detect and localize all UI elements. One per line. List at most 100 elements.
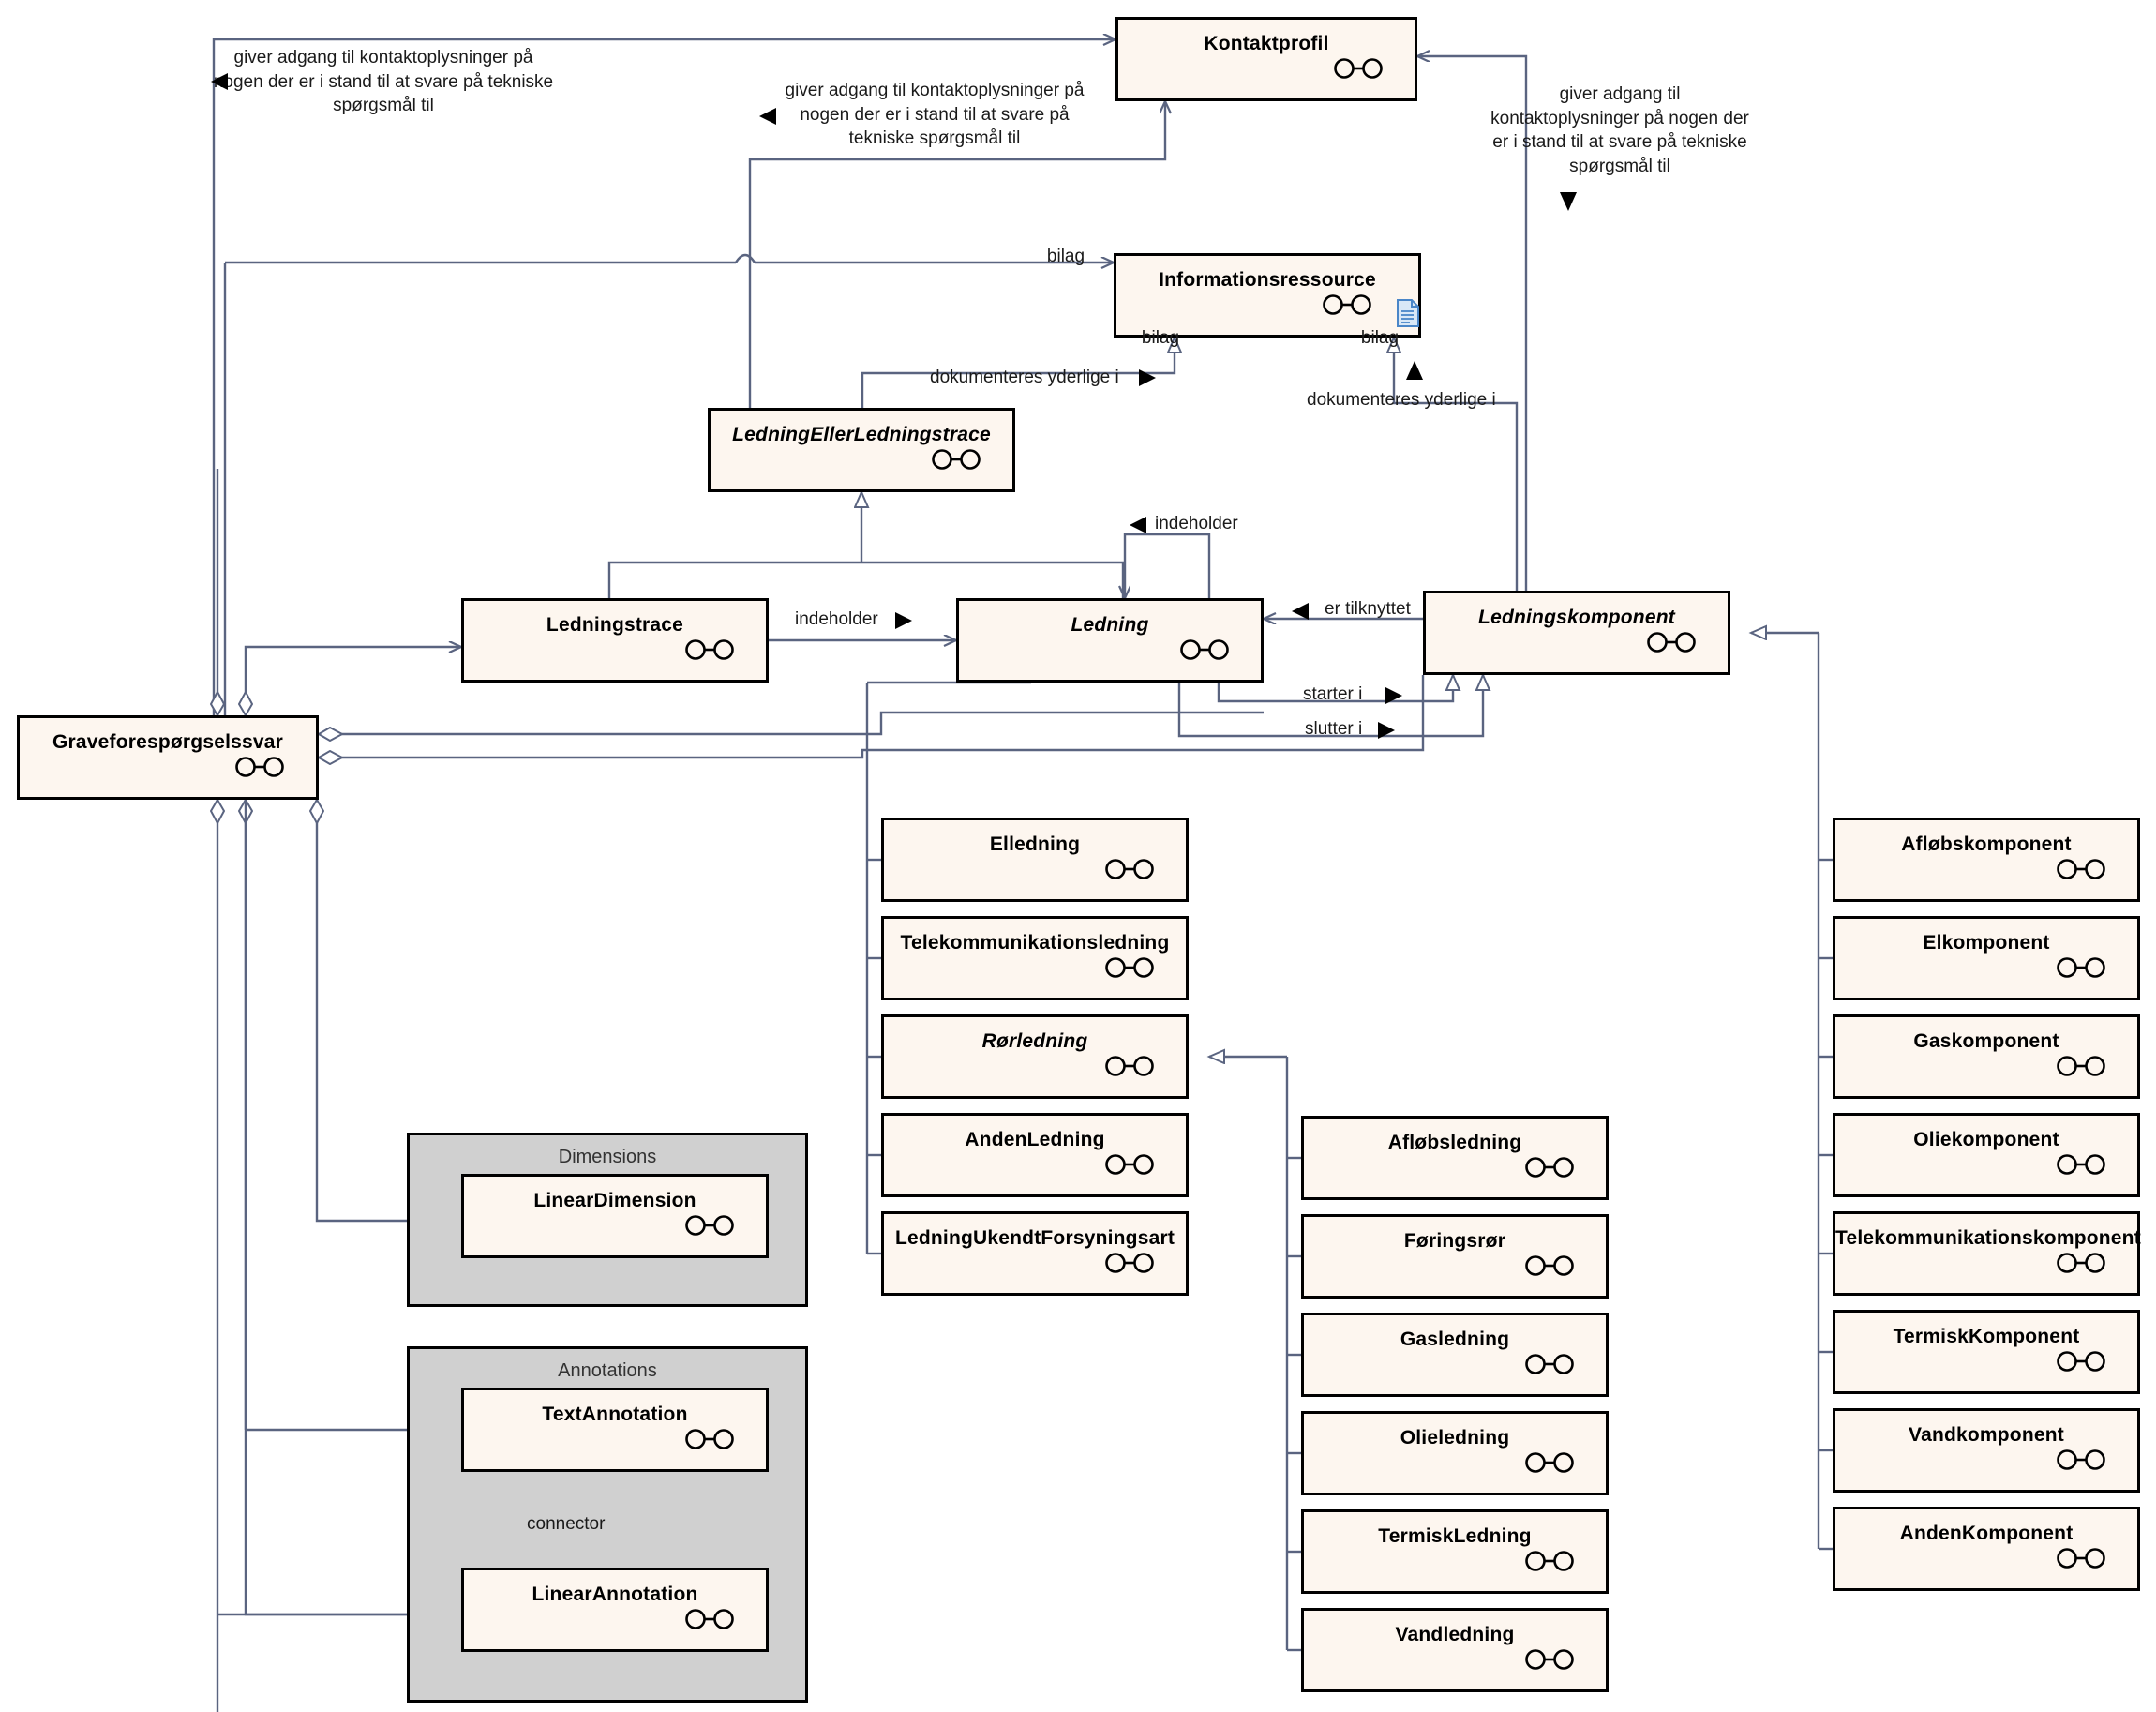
edge-label-lbl-kontakt-right: giver adgang til kontaktoplysninger på n… xyxy=(1490,84,1749,176)
class-box-graveforespoergselssvar[interactable]: Graveforespørgselssvar xyxy=(17,715,319,800)
class-name-textannotation: TextAnnotation xyxy=(542,1404,688,1425)
class-name-gaskomponent: Gaskomponent xyxy=(1913,1030,2059,1052)
interface-stereotype-icon xyxy=(685,639,734,660)
class-name-ledningskomponent: Ledningskomponent xyxy=(1478,607,1675,628)
interface-stereotype-icon xyxy=(1525,1551,1574,1571)
edge-label-lbl-connector: connector xyxy=(527,1514,606,1534)
interface-stereotype-icon xyxy=(2057,1548,2105,1569)
edge-label-lbl-indeholder: indeholder xyxy=(795,609,878,629)
class-box-ledningellerledningstrace[interactable]: LedningEllerLedningstrace xyxy=(708,408,1015,492)
interface-stereotype-icon xyxy=(1105,1056,1154,1076)
class-box-elkomponent[interactable]: Elkomponent xyxy=(1833,916,2140,1000)
class-box-andenledning[interactable]: AndenLedning xyxy=(881,1113,1189,1197)
class-name-ledningukendtforsyningsart: LedningUkendtForsyningsart xyxy=(894,1227,1175,1249)
class-name-lineardimension: LinearDimension xyxy=(533,1190,696,1211)
interface-stereotype-icon xyxy=(1105,859,1154,879)
interface-stereotype-icon xyxy=(1105,957,1154,978)
class-box-ledningstrace[interactable]: Ledningstrace xyxy=(461,598,769,683)
interface-stereotype-icon xyxy=(685,1429,734,1449)
edge-label-lbl-indeholder-self: indeholder xyxy=(1155,514,1238,533)
class-name-foeringsroer: Føringsrør xyxy=(1403,1230,1506,1252)
solid-triangle-up-icon xyxy=(1406,361,1423,380)
interface-stereotype-icon xyxy=(1323,294,1371,315)
class-name-ledning: Ledning xyxy=(1071,614,1149,636)
interface-stereotype-icon xyxy=(1525,1354,1574,1374)
class-box-termiskledning[interactable]: TermiskLedning xyxy=(1301,1509,1609,1594)
interface-stereotype-icon xyxy=(1647,632,1696,653)
class-box-foeringsroer[interactable]: Føringsrør xyxy=(1301,1214,1609,1299)
class-name-vandledning: Vandledning xyxy=(1395,1624,1515,1645)
class-box-ledningukendtforsyningsart[interactable]: LedningUkendtForsyningsart xyxy=(881,1211,1189,1296)
interface-stereotype-icon xyxy=(1105,1253,1154,1273)
edge-label-lbl-slutteri: slutter i xyxy=(1305,719,1363,739)
class-box-oliekomponent[interactable]: Oliekomponent xyxy=(1833,1113,2140,1197)
edge-label-lbl-starteri: starter i xyxy=(1303,684,1363,704)
interface-stereotype-icon xyxy=(1180,639,1229,660)
interface-stereotype-icon xyxy=(2057,1351,2105,1372)
class-box-afloebskomponent[interactable]: Afløbskomponent xyxy=(1833,818,2140,902)
package-name-annotations: Annotations xyxy=(558,1360,657,1381)
class-name-telekommunikationsledning: Telekommunikationsledning xyxy=(900,932,1170,954)
package-name-dimensions: Dimensions xyxy=(558,1147,657,1167)
class-box-olieledning[interactable]: Olieledning xyxy=(1301,1411,1609,1495)
class-name-oliekomponent: Oliekomponent xyxy=(1913,1129,2059,1150)
class-box-elledning[interactable]: Elledning xyxy=(881,818,1189,902)
class-name-andenledning: AndenLedning xyxy=(965,1129,1105,1150)
interface-stereotype-icon xyxy=(1525,1255,1574,1276)
class-box-gasledning[interactable]: Gasledning xyxy=(1301,1313,1609,1397)
class-box-roerledning[interactable]: Rørledning xyxy=(881,1014,1189,1099)
class-box-ledningskomponent[interactable]: Ledningskomponent xyxy=(1423,591,1730,675)
solid-triangle-left-icon xyxy=(1292,603,1309,620)
solid-triangle-right-icon xyxy=(1139,369,1156,386)
class-box-ledning[interactable]: Ledning xyxy=(956,598,1264,683)
edge-label-lbl-dokumenteres-2: dokumenteres yderlige i xyxy=(1307,390,1496,410)
interface-stereotype-icon xyxy=(2057,859,2105,879)
class-name-linearannotation: LinearAnnotation xyxy=(532,1584,698,1605)
interface-stereotype-icon xyxy=(235,757,284,777)
class-box-lineardimension[interactable]: LinearDimension xyxy=(461,1174,769,1258)
class-box-afloebsledning[interactable]: Afløbsledning xyxy=(1301,1116,1609,1200)
interface-stereotype-icon xyxy=(2057,1056,2105,1076)
class-box-vandledning[interactable]: Vandledning xyxy=(1301,1608,1609,1692)
interface-stereotype-icon xyxy=(685,1215,734,1236)
edge-label-lbl-bilag-1: bilag xyxy=(1046,247,1085,266)
class-box-linearannotation[interactable]: LinearAnnotation xyxy=(461,1568,769,1652)
class-box-informationsressource[interactable]: Informationsressource xyxy=(1114,253,1421,338)
edge-label-lbl-bilag-3: bilag xyxy=(1360,328,1400,348)
class-name-gasledning: Gasledning xyxy=(1400,1329,1510,1350)
interface-stereotype-icon xyxy=(685,1609,734,1629)
class-box-gaskomponent[interactable]: Gaskomponent xyxy=(1833,1014,2140,1099)
edge-label-lbl-ertilknyttet: er tilknyttet xyxy=(1325,599,1411,619)
class-name-olieledning: Olieledning xyxy=(1400,1427,1510,1449)
class-name-roerledning: Rørledning xyxy=(981,1030,1088,1052)
class-box-telekommunikationsledning[interactable]: Telekommunikationsledning xyxy=(881,916,1189,1000)
interface-stereotype-icon xyxy=(1525,1157,1574,1178)
edge-label-lbl-bilag-2: bilag xyxy=(1141,328,1180,348)
document-icon xyxy=(1397,299,1419,327)
class-name-andenkomponent: AndenKomponent xyxy=(1899,1523,2074,1544)
class-box-termiskkomponent[interactable]: TermiskKomponent xyxy=(1833,1310,2140,1394)
class-name-kontaktprofil: Kontaktprofil xyxy=(1204,33,1329,54)
class-name-ledningstrace: Ledningstrace xyxy=(546,614,684,636)
solid-triangle-down-icon xyxy=(1560,192,1577,211)
class-name-vandkomponent: Vandkomponent xyxy=(1909,1424,2064,1446)
solid-triangle-left-icon xyxy=(211,73,228,90)
class-name-elkomponent: Elkomponent xyxy=(1923,932,2050,954)
solid-triangle-left-icon xyxy=(1130,517,1146,533)
class-box-kontaktprofil[interactable]: Kontaktprofil xyxy=(1115,17,1417,101)
class-name-afloebskomponent: Afløbskomponent xyxy=(1901,833,2072,855)
solid-triangle-right-icon xyxy=(1385,687,1402,704)
class-box-andenkomponent[interactable]: AndenKomponent xyxy=(1833,1507,2140,1591)
interface-stereotype-icon xyxy=(1525,1452,1574,1473)
class-box-telekommunikationskomponent[interactable]: Telekommunikationskomponent xyxy=(1833,1211,2141,1296)
interface-stereotype-icon xyxy=(2057,1253,2105,1273)
edge-label-lbl-kontakt-mid: giver adgang til kontaktoplysninger på n… xyxy=(785,81,1085,149)
class-box-textannotation[interactable]: TextAnnotation xyxy=(461,1388,769,1472)
edge-label-lbl-dokumenteres-1: dokumenteres yderlige i xyxy=(930,368,1119,387)
class-name-elledning: Elledning xyxy=(989,833,1081,855)
class-name-termiskledning: TermiskLedning xyxy=(1378,1525,1532,1547)
class-name-informationsressource: Informationsressource xyxy=(1159,269,1376,291)
class-box-vandkomponent[interactable]: Vandkomponent xyxy=(1833,1408,2140,1493)
interface-stereotype-icon xyxy=(1105,1154,1154,1175)
